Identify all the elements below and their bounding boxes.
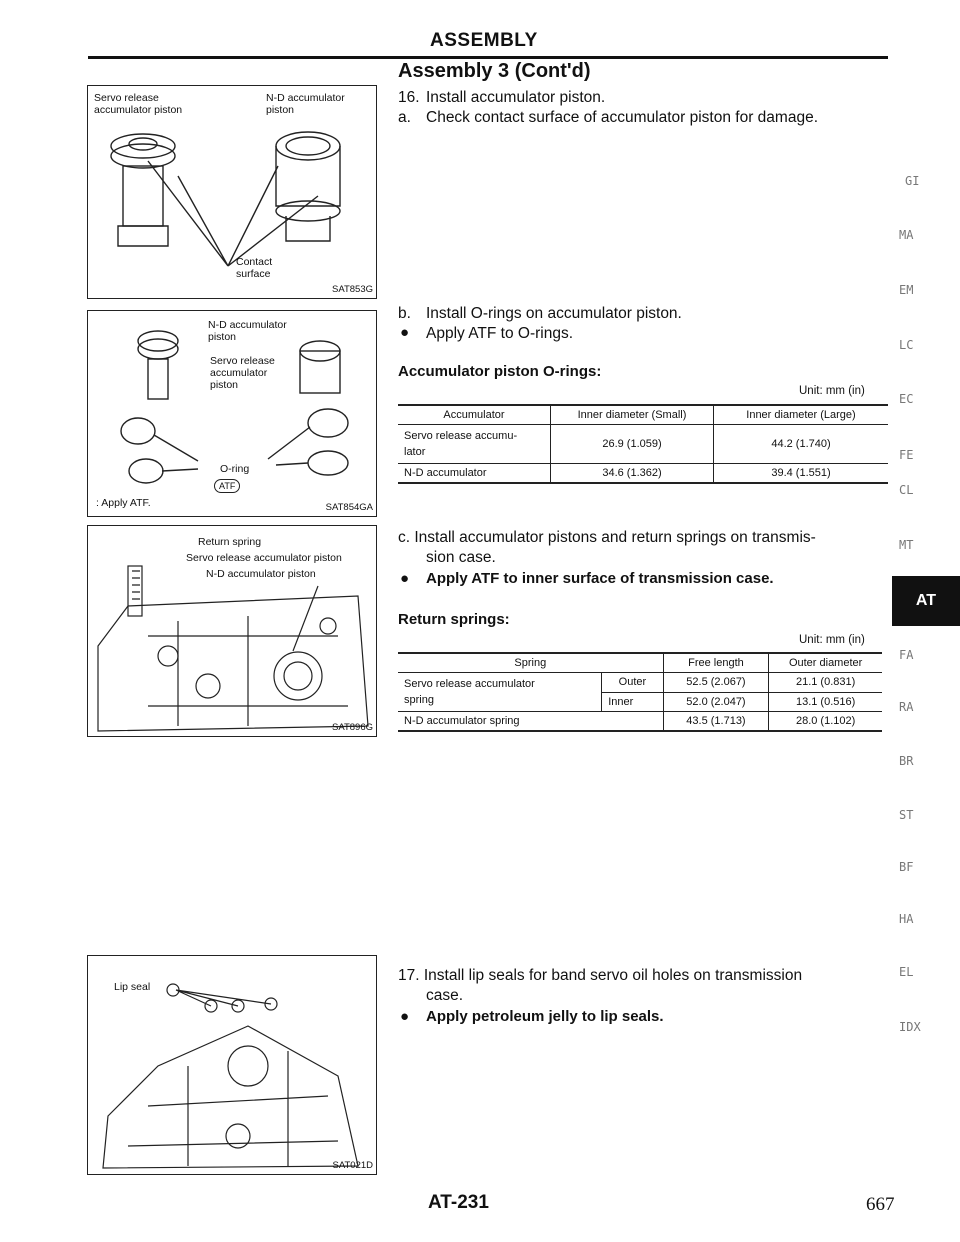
tab-st[interactable]: ST [899,808,914,822]
bullet-dot: ● [400,324,410,341]
tab-ec[interactable]: EC [899,392,914,406]
tab-el[interactable]: EL [899,965,914,979]
fig2-code: SAT854GA [325,502,373,513]
header-rule [88,56,888,59]
step-16c-line1: c. Install accumulator pistons and retur… [398,529,816,546]
springs-heading: Return springs: [398,611,510,628]
fig3-label-nd: N-D accumulator piston [206,568,316,580]
fig2-legend: : Apply ATF. [96,497,151,509]
tab-em[interactable]: EM [899,283,914,297]
fig3-code: SAT896G [331,722,373,733]
step-17-bullet: Apply petroleum jelly to lip seals. [426,1008,664,1025]
tab-bf[interactable]: BF [899,860,914,874]
step-16-num: 16. [398,89,420,106]
spring-nd-len: 43.5 (1.713) [662,711,769,732]
page-number: 667 [866,1194,895,1215]
fig1-label-contact: Contact surface [236,256,273,280]
spring-th-0: Spring [398,652,664,673]
tab-cl[interactable]: CL [899,483,914,497]
oring-unit: Unit: mm (in) [799,385,865,397]
atf-badge: ATF [214,479,241,493]
figure-lip-seal: Lip seal SAT021D [87,955,377,1175]
fig1-label-nd: N-D accumulator piston [266,92,345,116]
fig4-label-lip: Lip seal [114,981,151,993]
bullet-dot: ● [400,1008,410,1025]
figure-return-spring: Return spring Servo release accumulator … [87,525,377,737]
step-16b-bullet: Apply ATF to O-rings. [426,325,574,342]
fig1-code: SAT853G [331,284,373,295]
spring-outer-label: Outer [601,672,664,693]
spring-servo-label: Servo release accumulator spring [398,672,602,712]
step-17-line1: 17. Install lip seals for band servo oil… [398,967,803,984]
spring-servo-outer-len: 52.5 (2.067) [662,672,769,693]
figure-contact-surface: Servo release accumulator piston N-D acc… [87,85,377,299]
fig2-label-nd: N-D accumulator piston [208,319,287,343]
spring-servo-inner-len: 52.0 (2.047) [662,692,769,712]
spring-nd-dia: 28.0 (1.102) [768,711,882,732]
piston-drawing [110,131,341,267]
oring-r1-c1: 34.6 (1.362) [550,463,714,484]
oring-r1-c0: N-D accumulator [398,463,551,484]
oring-th-1: Inner diameter (Small) [550,404,714,425]
oring-r0-c0: Servo release accumu- lator [398,424,551,464]
oring-table: Accumulator Inner diameter (Small) Inner… [398,404,888,484]
tab-lc[interactable]: LC [899,338,914,352]
fig1-label-servo: Servo release accumulator piston [94,92,183,116]
spring-table: Spring Free length Outer diameter Servo … [398,652,882,732]
spring-nd-label: N-D accumulator spring [398,711,664,732]
tab-mt[interactable]: MT [899,538,914,552]
oring-th-0: Accumulator [398,404,551,425]
tab-fa[interactable]: FA [899,648,914,662]
tab-ma[interactable]: MA [899,228,914,242]
bullet-dot: ● [400,570,410,587]
oring-drawing [120,330,349,484]
oring-r1-c2: 39.4 (1.551) [713,463,888,484]
case-drawing [97,565,369,732]
footer-code: AT-231 [428,1192,489,1213]
step-16a-num: a. [398,109,411,126]
spring-th-1: Free length [662,652,769,673]
tab-gi[interactable]: GI [905,174,920,188]
step-16-text: Install accumulator piston. [426,89,606,106]
tab-fe[interactable]: FE [899,448,914,462]
step-16a-text: Check contact surface of accumulator pis… [426,109,819,126]
tab-idx[interactable]: IDX [899,1020,921,1034]
oring-heading: Accumulator piston O-rings: [398,363,602,380]
oring-th-2: Inner diameter (Large) [713,404,888,425]
spring-unit: Unit: mm (in) [799,634,865,646]
step-17-line2: case. [426,987,464,1004]
tab-at[interactable]: AT [892,576,960,626]
oring-r0-c1: 26.9 (1.059) [550,424,714,464]
spring-servo-outer-dia: 21.1 (0.831) [768,672,882,693]
oring-r0-c2: 44.2 (1.740) [713,424,888,464]
lip-seal-drawing [102,983,359,1169]
tab-br[interactable]: BR [899,754,914,768]
fig3-label-return: Return spring [198,536,262,548]
step-16b-text: Install O-rings on accumulator piston. [426,305,682,322]
fig2-label-oring: O-ring [220,463,250,475]
figure-orings: N-D accumulator piston Servo release acc… [87,310,377,517]
step-16c-bullet: Apply ATF to inner surface of transmissi… [426,570,774,587]
page-subtitle: Assembly 3 (Cont'd) [398,60,591,82]
section-title: ASSEMBLY [430,30,538,51]
step-16c-line2: sion case. [426,549,496,566]
tab-ra[interactable]: RA [899,700,914,714]
spring-th-2: Outer diameter [768,652,882,673]
step-16b-num: b. [398,305,411,322]
fig4-code: SAT021D [332,1160,373,1171]
spring-servo-inner-dia: 13.1 (0.516) [768,692,882,712]
fig3-label-servo: Servo release accumulator piston [186,552,342,564]
spring-inner-label: Inner [601,692,664,712]
tab-ha[interactable]: HA [899,912,914,926]
fig2-label-servo: Servo release accumulator piston [210,355,275,391]
